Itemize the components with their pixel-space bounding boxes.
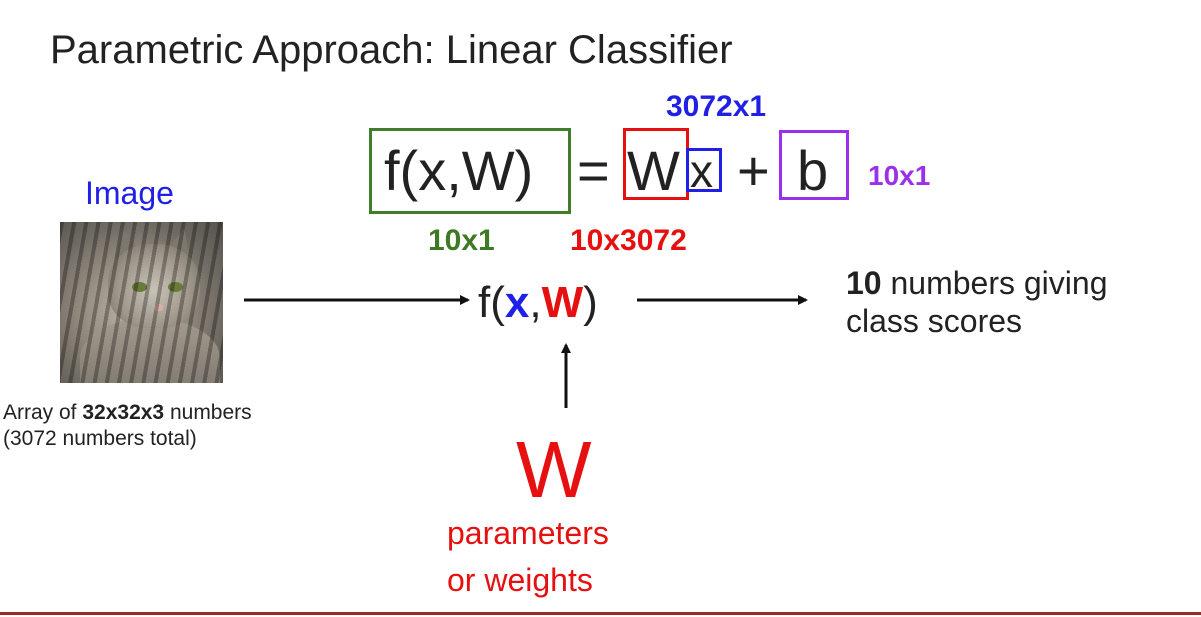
dim-x-label: 3072x1 bbox=[666, 90, 767, 123]
weights-line-2: or weights bbox=[447, 562, 593, 598]
dim-W-label: 10x3072 bbox=[570, 224, 687, 257]
lhs-text: f(x,W) bbox=[384, 139, 534, 202]
equals-sign: = bbox=[577, 139, 610, 202]
output-description: 10 numbers giving class scores bbox=[846, 264, 1196, 340]
lhs-box bbox=[369, 128, 571, 214]
x-text: x bbox=[690, 145, 713, 197]
dim-b-label: 10x1 bbox=[868, 160, 931, 191]
output-line-1: 10 numbers giving bbox=[846, 265, 1108, 301]
bottom-rule bbox=[0, 612, 1201, 615]
caption-line-2: (3072 numbers total) bbox=[3, 427, 197, 450]
dim-f-label: 10x1 bbox=[428, 224, 495, 257]
weights-symbol: W bbox=[516, 425, 592, 514]
plus-sign: + bbox=[737, 139, 770, 202]
slide-title: Parametric Approach: Linear Classifier bbox=[50, 28, 733, 72]
cat-image bbox=[60, 222, 223, 383]
b-text: b bbox=[797, 139, 829, 202]
W-text: W bbox=[627, 139, 680, 202]
caption-line-1: Array of 32x32x3 numbers bbox=[3, 401, 252, 424]
image-caption: Array of 32x32x3 numbers (3072 numbers t… bbox=[3, 400, 403, 452]
weights-line-1: parameters bbox=[447, 515, 609, 551]
image-label: Image bbox=[85, 175, 174, 211]
x-box bbox=[686, 148, 722, 192]
output-line-2: class scores bbox=[846, 303, 1023, 339]
b-box bbox=[779, 130, 849, 200]
function-fxW: f(x,W) bbox=[478, 278, 598, 327]
